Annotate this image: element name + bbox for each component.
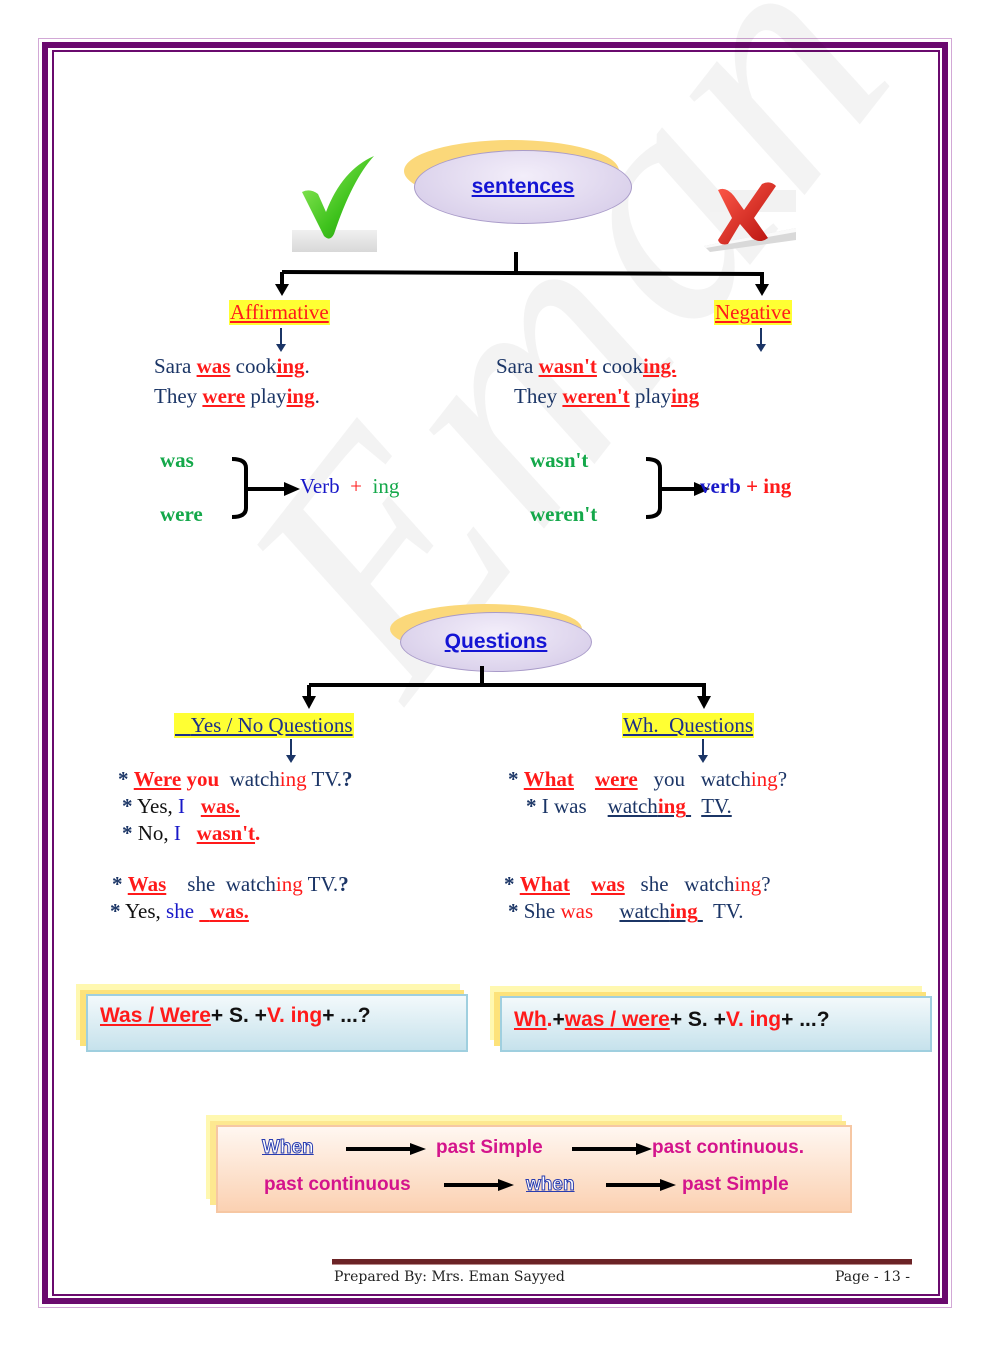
negative-arrow <box>756 328 766 352</box>
when-row2-past-simple: past Simple <box>682 1174 789 1195</box>
sentences-node: sentences <box>400 140 635 225</box>
questions-title: Questions <box>444 630 548 653</box>
sentences-title: sentences <box>471 175 575 198</box>
wh-answer: * I was watching TV. <box>526 794 732 818</box>
negative-sentence: They weren't playing <box>514 384 700 408</box>
arrow-icon <box>444 1179 514 1191</box>
when-rule-box: When past Simple past continuous. past c… <box>206 1115 856 1215</box>
page-border-inner <box>52 50 940 1296</box>
when-row2-past-continuous: past continuous <box>264 1174 411 1195</box>
affirmative-label: Affirmative <box>229 300 330 325</box>
negative-sentence: Sara wasn't cooking. <box>496 354 677 378</box>
red-x-icon <box>700 176 796 254</box>
negative-label: Negative <box>714 300 792 325</box>
wh-arrow <box>698 739 708 763</box>
when-keyword: When <box>262 1137 315 1159</box>
when-keyword: when <box>526 1174 576 1196</box>
sentences-connector <box>275 252 769 296</box>
green-check-icon <box>292 150 377 252</box>
affirmative-sentence: They were playing. <box>154 384 320 408</box>
rule-werent: weren't <box>530 502 598 526</box>
wh-question: * What were you watching? <box>508 767 788 791</box>
prepared-by: Prepared By: Mrs. Eman Sayyed <box>334 1269 565 1285</box>
when-row1-past-simple: past Simple <box>436 1137 543 1158</box>
questions-connector <box>302 666 711 709</box>
affirmative-arrow <box>276 328 286 352</box>
footer-rule <box>332 1259 912 1265</box>
wh-formula-box: Wh. + was / were + S. + V. ing + ...? <box>490 986 934 1054</box>
page-border <box>42 42 948 1304</box>
yes-no-question: * Was she watching TV.? <box>112 872 349 896</box>
yes-no-formula-box: Was / Were + S. + V. ing + ...? <box>76 984 468 1054</box>
rule-was: was <box>160 448 194 472</box>
yes-no-questions-label: Yes / No Questions <box>174 713 354 738</box>
yes-no-answer: * Yes, I was. <box>122 794 240 818</box>
yes-no-arrow <box>286 739 296 763</box>
arrow-icon <box>572 1143 652 1155</box>
yes-no-answer: * No, I wasn't. <box>122 821 261 845</box>
arrow-icon <box>606 1179 676 1191</box>
negative-bracket-arrow <box>645 457 710 519</box>
page-number: Page - 13 - <box>835 1269 911 1285</box>
wh-questions-label: Wh. Questions <box>622 713 755 738</box>
yes-no-question: * Were you watching TV.? <box>118 767 353 791</box>
wh-question: * What was she watching? <box>504 872 771 896</box>
affirmative-bracket-arrow <box>231 457 300 519</box>
yes-no-answer: * Yes, she was. <box>110 899 249 923</box>
affirmative-sentence: Sara was cooking. <box>154 354 310 378</box>
when-row1-past-continuous: past continuous. <box>652 1137 804 1158</box>
rule-wasnt: wasn't <box>530 448 589 472</box>
page-border-hairline <box>38 38 952 1308</box>
rule-verb-ing: Verb + ing <box>300 474 400 498</box>
wh-answer: * She was watching TV. <box>508 899 744 923</box>
arrow-icon <box>346 1143 426 1155</box>
rule-verb-ing-negative: verb + ing <box>700 474 792 498</box>
rule-were: were <box>160 502 203 526</box>
questions-node: Questions <box>388 604 598 674</box>
